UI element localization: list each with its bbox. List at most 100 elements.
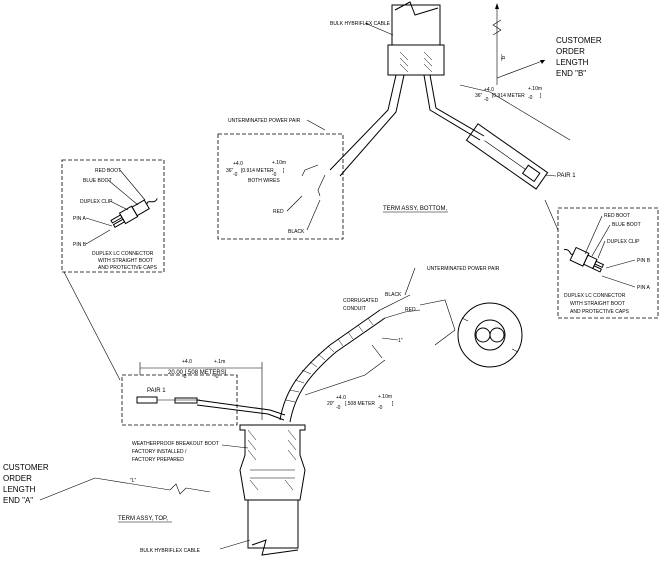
bottom-36-dim-line (459, 84, 571, 141)
top-pair-tol-minus: -0 (336, 405, 341, 411)
right-pin-b: PIN B (637, 258, 651, 264)
cross-section-wire-2 (489, 327, 505, 343)
top-dim-meter-tol-minus: -0 (214, 374, 219, 380)
bottom-meter-tol-minus: -0 (528, 95, 533, 101)
connector-detail-left: RED BOOT BLUE BOOT DUPLEX CLIP PIN A PIN… (61, 159, 165, 381)
top-pair1-label: PAIR 1 (147, 388, 166, 394)
left-red-boot-leader (119, 169, 146, 201)
top-red-wire (384, 309, 421, 319)
bottom-pair-meter: [0.914 METER (241, 168, 274, 174)
top-title: TERM ASSY, TOP, (118, 516, 168, 522)
bottom-end-b-leader (496, 59, 546, 79)
bottom-power-pair-left-2 (339, 74, 405, 177)
bottom-black-leader (306, 199, 321, 231)
connector-detail-right: RED BOOT BLUE BOOT DUPLEX CLIP PIN B PIN… (544, 199, 659, 319)
right-clip-leader (597, 240, 606, 259)
top-pair-meter: [.508 METER (345, 401, 375, 407)
left-pin-a-leader (85, 217, 113, 227)
bottom-pair-tol-plus: +4.0 (233, 161, 243, 167)
left-duplex-clip: DUPLEX CLIP (80, 199, 113, 205)
right-duplex-clip: DUPLEX CLIP (607, 239, 640, 245)
bottom-pair-meter-tol-minus: -0 (272, 172, 277, 178)
bottom-pair-tol-minus: -0 (233, 172, 238, 178)
bottom-pair1-label: PAIR 1 (557, 173, 576, 179)
top-pair-meter-close: ] (392, 401, 394, 407)
bottom-b-dim-label: "B" (501, 54, 507, 61)
top-pair-meter-tol-plus: +.10m (378, 394, 392, 400)
top-dim-meter-tol-plus: +.1m (214, 359, 225, 365)
top-dim-tol-minus: -0 (182, 374, 187, 380)
connector-left-callout (63, 271, 121, 381)
right-pin-a: PIN A (637, 285, 650, 291)
left-clip-leader (109, 200, 129, 211)
bottom-fiber-right-2 (429, 74, 485, 137)
top-unterminated-pair-label: UNTERMINATED POWER PAIR (427, 266, 500, 272)
left-pin-a: PIN A (73, 216, 86, 222)
bottom-pair-meter-tol-plus: +.10m (272, 160, 286, 166)
bottom-unterminated-leader (306, 119, 326, 131)
cross-section-tick-1 (461, 317, 469, 322)
right-blue-boot: BLUE BOOT (612, 222, 641, 228)
end-b-line-3: LENGTH (556, 58, 589, 67)
end-a-line-4: END "A" (3, 496, 33, 505)
bottom-cable-break (394, 1, 439, 16)
top-pair-len: 20" (327, 401, 335, 407)
top-boot-leader (221, 444, 249, 449)
right-red-boot: RED BOOT (604, 213, 630, 219)
left-pin-b-leader (85, 229, 111, 245)
connector-right-shape (564, 246, 605, 273)
bottom-pair-len: 36" (226, 168, 234, 174)
end-b-line-1: CUSTOMER (556, 36, 602, 45)
end-a-leader (39, 477, 96, 501)
end-a-line-2: ORDER (3, 474, 32, 483)
bottom-red-leader (286, 195, 303, 212)
connector-right-box (557, 207, 659, 319)
top-l-dim-line-1 (94, 477, 171, 491)
bottom-bulk-cable-label: BULK HYBRIFLEX CABLE (330, 21, 391, 27)
left-pin-b: PIN B (73, 242, 87, 248)
bottom-bulk-cable-leader (364, 22, 394, 36)
cross-section-callout (419, 299, 456, 346)
bottom-fiber-right (423, 74, 481, 141)
bottom-red-label: RED (273, 209, 284, 215)
left-blue-boot: BLUE BOOT (83, 178, 112, 184)
bottom-tol-minus: -0 (484, 97, 489, 103)
end-a-line-1: CUSTOMER (3, 463, 49, 472)
bottom-boot-hatch (399, 51, 433, 73)
term-assy-bottom: PAIR 1 BULK HYBRIFLEX CABLE UNTERMINATED… (217, 1, 602, 240)
top-breakout-boot (239, 424, 306, 501)
top-dim-tol-plus: +4.0 (182, 359, 192, 365)
bottom-bulk-cable-outline (391, 4, 441, 45)
bottom-boot (387, 44, 445, 76)
top-bulk-cable-leader (219, 539, 251, 550)
left-caption-1: DUPLEX LC CONNECTOR (92, 251, 154, 257)
right-caption-1: DUPLEX LC CONNECTOR (564, 293, 626, 299)
top-dim-main: 20.00 [.508 METERS] (168, 370, 227, 376)
top-pair-tol-plus: +4.0 (336, 395, 346, 401)
bottom-black-label: BLACK (288, 229, 305, 235)
top-conduit-ribs (285, 317, 374, 403)
term-assy-top: PAIR 1 20.00 [.508 METERS] +4.0 -0 +.1m … (3, 266, 523, 556)
top-boot-line-1: WEATHERPROOF BREAKOUT BOOT (132, 441, 219, 447)
top-fiber-to-boot-2 (196, 404, 285, 421)
bottom-length-main: 36" (475, 93, 483, 99)
right-pin-b-leader (605, 259, 636, 269)
end-a-line-3: LENGTH (3, 485, 36, 494)
end-b-line-4: END "B" (556, 69, 586, 78)
top-pair-meter-tol-minus: -0 (378, 405, 383, 411)
top-fiber-to-boot (196, 399, 286, 416)
top-l-break (169, 483, 187, 495)
top-boot-hatch (247, 429, 297, 491)
top-black-label: BLACK (385, 292, 402, 298)
bottom-pair-meter-close: ] (283, 168, 285, 174)
top-conduit-line-2: CONDUIT (343, 306, 366, 312)
top-boot-line-3: FACTORY PREPARED (132, 457, 184, 463)
right-caption-3: AND PROTECTIVE CAPS (570, 309, 630, 315)
left-blue-boot-leader (107, 179, 139, 206)
connector-right-callout (544, 199, 559, 231)
cross-section-wire-1 (475, 327, 491, 343)
bottom-red-wire (301, 164, 319, 177)
bottom-both-wires: BOTH WIRES (248, 178, 280, 184)
left-red-boot: RED BOOT (95, 168, 121, 174)
bottom-title: TERM ASSY, BOTTOM, (383, 206, 447, 212)
